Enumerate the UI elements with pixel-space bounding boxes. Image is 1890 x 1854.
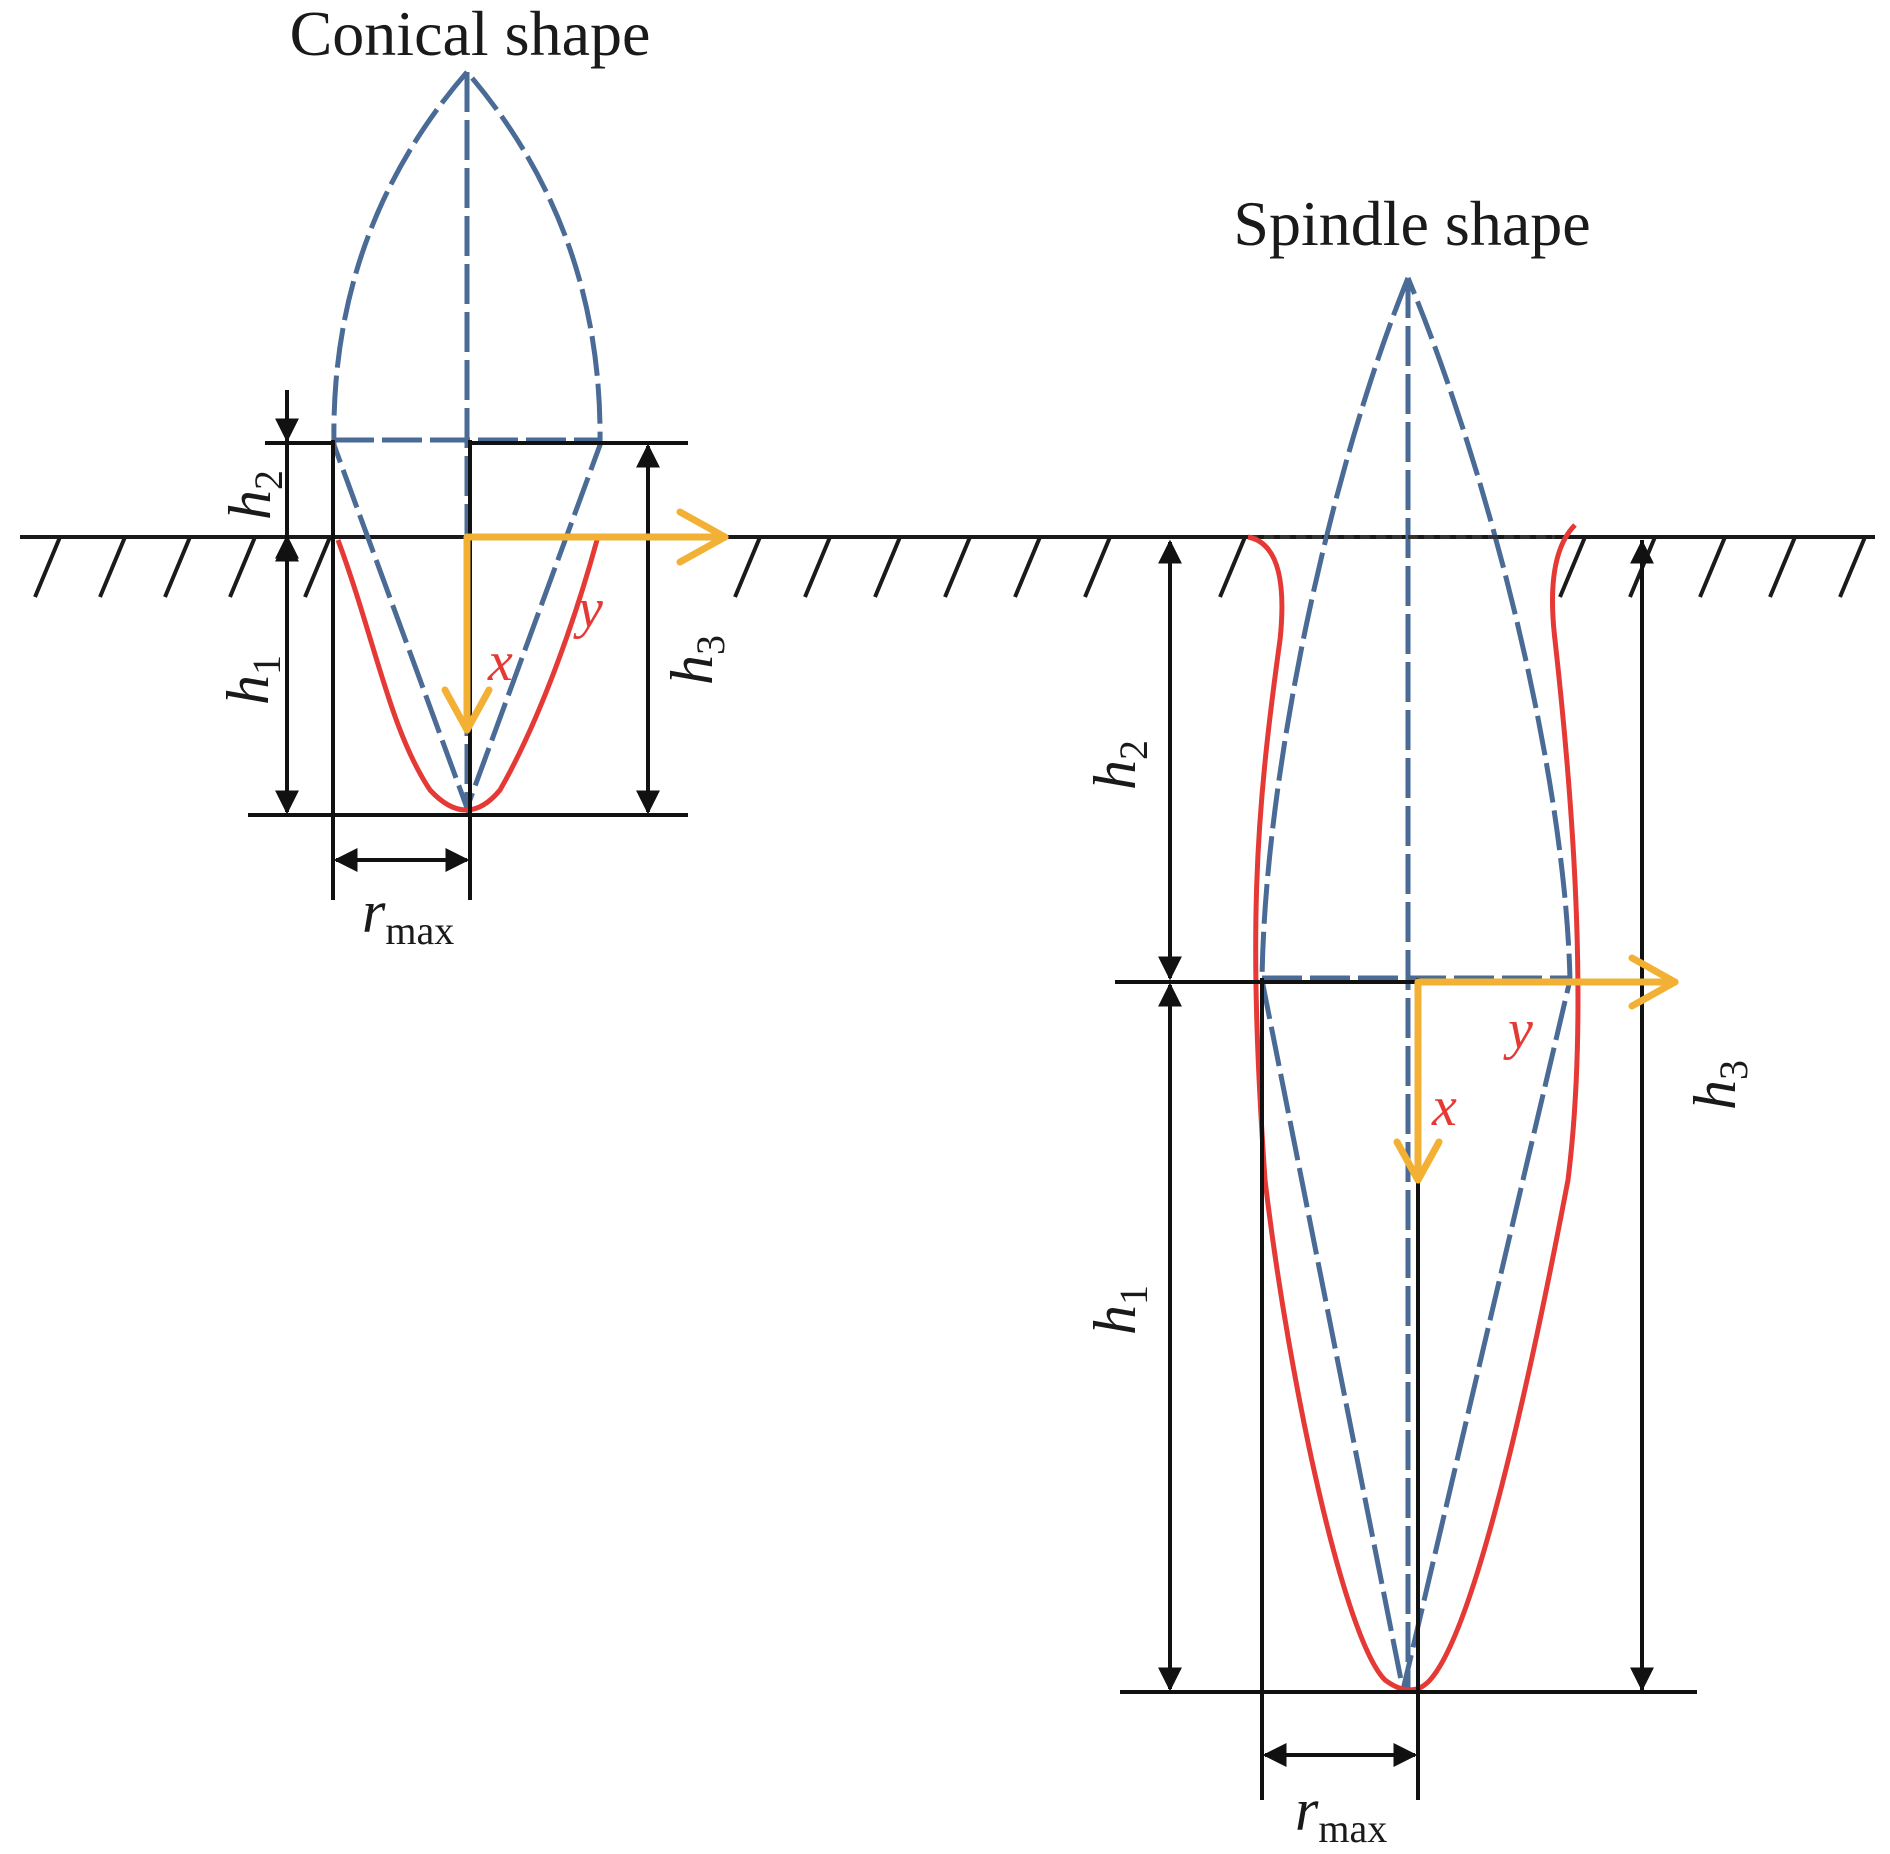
- conical-h1-label: h1: [215, 655, 289, 705]
- conical-h2-label: h2: [217, 470, 291, 520]
- conical-coordinate-axes: [441, 508, 729, 734]
- conical-title: Conical shape: [290, 0, 651, 69]
- conical-x-axis-label: x: [487, 631, 513, 693]
- conical-shape-figure: Conical shape: [215, 0, 733, 953]
- spindle-rmax-label: rmax: [1295, 1777, 1387, 1851]
- conical-rmax-label: rmax: [362, 879, 454, 953]
- conical-labels: h2 h1 h3 rmax x y: [215, 470, 733, 953]
- spindle-labels: h2 h1 h3 rmax x y: [1082, 740, 1756, 1851]
- ground-surface: [20, 535, 1875, 598]
- spindle-coordinate-axes: [1393, 954, 1679, 1184]
- conical-fitted-curve: [335, 539, 600, 813]
- conical-y-axis-label: y: [573, 578, 603, 640]
- spindle-shape-figure: Spindle shape: [1082, 188, 1756, 1851]
- ground-hatching: [33, 536, 1867, 598]
- spindle-x-axis-label: x: [1431, 1076, 1457, 1138]
- conical-h3-label: h3: [659, 635, 733, 685]
- spindle-h1-label: h1: [1082, 1285, 1156, 1335]
- spindle-y-axis-label: y: [1503, 999, 1533, 1061]
- spindle-title: Spindle shape: [1233, 188, 1590, 259]
- spindle-fitted-curve: [1247, 523, 1581, 1693]
- spindle-h2-label: h2: [1082, 740, 1156, 790]
- spindle-h3-label: h3: [1682, 1060, 1756, 1110]
